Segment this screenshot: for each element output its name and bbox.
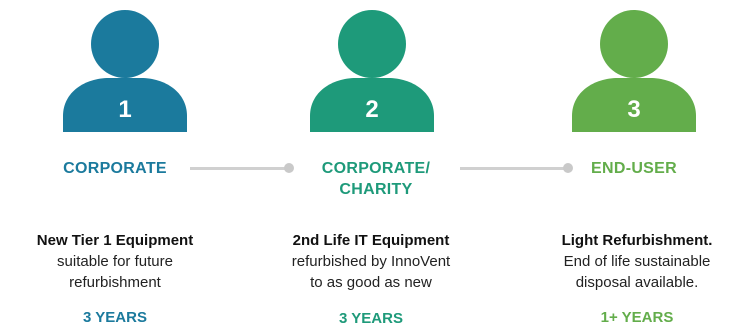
connector-line-1: [190, 167, 288, 170]
description-title: Light Refurbishment.: [561, 232, 713, 249]
years-step-3: 1+ YEARS: [600, 309, 674, 326]
person-icon-step-3: 3: [568, 8, 700, 132]
person-icon-step-2: 2: [306, 8, 438, 132]
description-line: suitable for future: [57, 253, 173, 270]
description-line: refurbishment: [69, 274, 161, 291]
person-icon-step-1: 1: [59, 8, 191, 132]
description-line: to as good as new: [310, 274, 432, 291]
description-title: New Tier 1 Equipment: [36, 232, 194, 249]
description-line: End of life sustainable: [563, 253, 711, 270]
connector-dot-1: [284, 163, 294, 173]
person-icon: [63, 10, 187, 132]
step-number: 2: [365, 96, 379, 123]
description-line: disposal available.: [575, 274, 699, 291]
person-icon: [572, 10, 696, 132]
connector-line-2: [460, 167, 568, 170]
role-text-line2: CHARITY: [339, 181, 413, 198]
step-number: 3: [627, 96, 641, 123]
description-title: 2nd Life IT Equipment: [292, 232, 450, 249]
role-text: END-USER: [591, 160, 677, 177]
description-step-3: Light Refurbishment. End of life sustain…: [532, 230, 742, 293]
description-line: refurbished by InnoVent: [291, 253, 451, 270]
role-text: CORPORATE/: [321, 160, 431, 177]
person-icon: [310, 10, 434, 132]
description-step-1: New Tier 1 Equipment suitable for future…: [20, 230, 210, 293]
description-step-2: 2nd Life IT Equipment refurbished by Inn…: [266, 230, 476, 293]
years-step-2: 3 YEARS: [339, 310, 403, 327]
step-number: 1: [118, 96, 132, 123]
connector-dot-2: [563, 163, 573, 173]
role-label-step-2: CORPORATE/ CHARITY: [296, 158, 456, 200]
role-label-step-1: CORPORATE: [40, 158, 190, 179]
role-text: CORPORATE: [63, 160, 167, 177]
role-label-step-3: END-USER: [566, 158, 702, 179]
years-step-1: 3 YEARS: [83, 309, 147, 326]
